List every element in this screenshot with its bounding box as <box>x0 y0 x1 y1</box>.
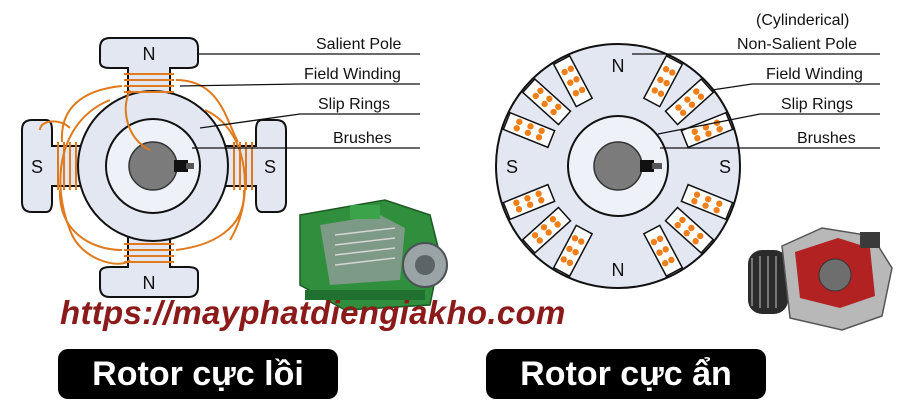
cyl-label-field-winding: Field Winding <box>766 66 863 83</box>
cyl-pole-bottom-letter: N <box>612 260 625 280</box>
cyl-pole-right-letter: S <box>719 157 731 177</box>
cylindrical-rotor: N N S S (Cylinderical) Non-Salient Pole … <box>495 12 893 331</box>
cyl-shaft <box>593 141 643 191</box>
cyl-leader-lines <box>632 53 880 149</box>
cyl-label-slip-rings: Slip Rings <box>781 96 853 113</box>
salient-label-slip-rings: Slip Rings <box>318 96 390 113</box>
website-url-watermark: https://mayphatdiengiakho.com <box>60 294 566 331</box>
salient-pole-bottom-letter: N <box>143 273 156 293</box>
cyl-brush <box>640 160 654 172</box>
salient-pole-top-letter: N <box>143 44 156 64</box>
cyl-pole-left-letter: S <box>506 157 518 177</box>
cyl-label-brushes: Brushes <box>797 130 856 147</box>
salient-rotor: N N S S Salient Pole Field Winding Slip … <box>21 36 448 311</box>
salient-shaft <box>128 141 178 191</box>
salient-rotor-badge: Rotor cực lồi <box>58 349 338 399</box>
cylindrical-rotor-badge: Rotor cực ẩn <box>486 349 766 399</box>
salient-pole-right-letter: S <box>264 157 276 177</box>
salient-leader-lines <box>179 53 420 149</box>
salient-label-salient-pole: Salient Pole <box>316 36 401 53</box>
cyl-field-winding <box>502 54 734 278</box>
salient-brush <box>174 160 188 172</box>
salient-label-brushes: Brushes <box>333 130 392 147</box>
cyl-pole-top-letter: N <box>612 56 625 76</box>
cyl-alternator-photo <box>748 227 893 331</box>
salient-field-winding <box>39 73 253 265</box>
salient-label-field-winding: Field Winding <box>304 66 401 83</box>
cyl-label-type-line1: (Cylinderical) <box>756 12 849 29</box>
cyl-label-type-line2: Non-Salient Pole <box>737 36 857 53</box>
salient-pole-right <box>209 119 287 213</box>
salient-generator-photo <box>299 199 448 311</box>
salient-pole-left-letter: S <box>31 157 43 177</box>
